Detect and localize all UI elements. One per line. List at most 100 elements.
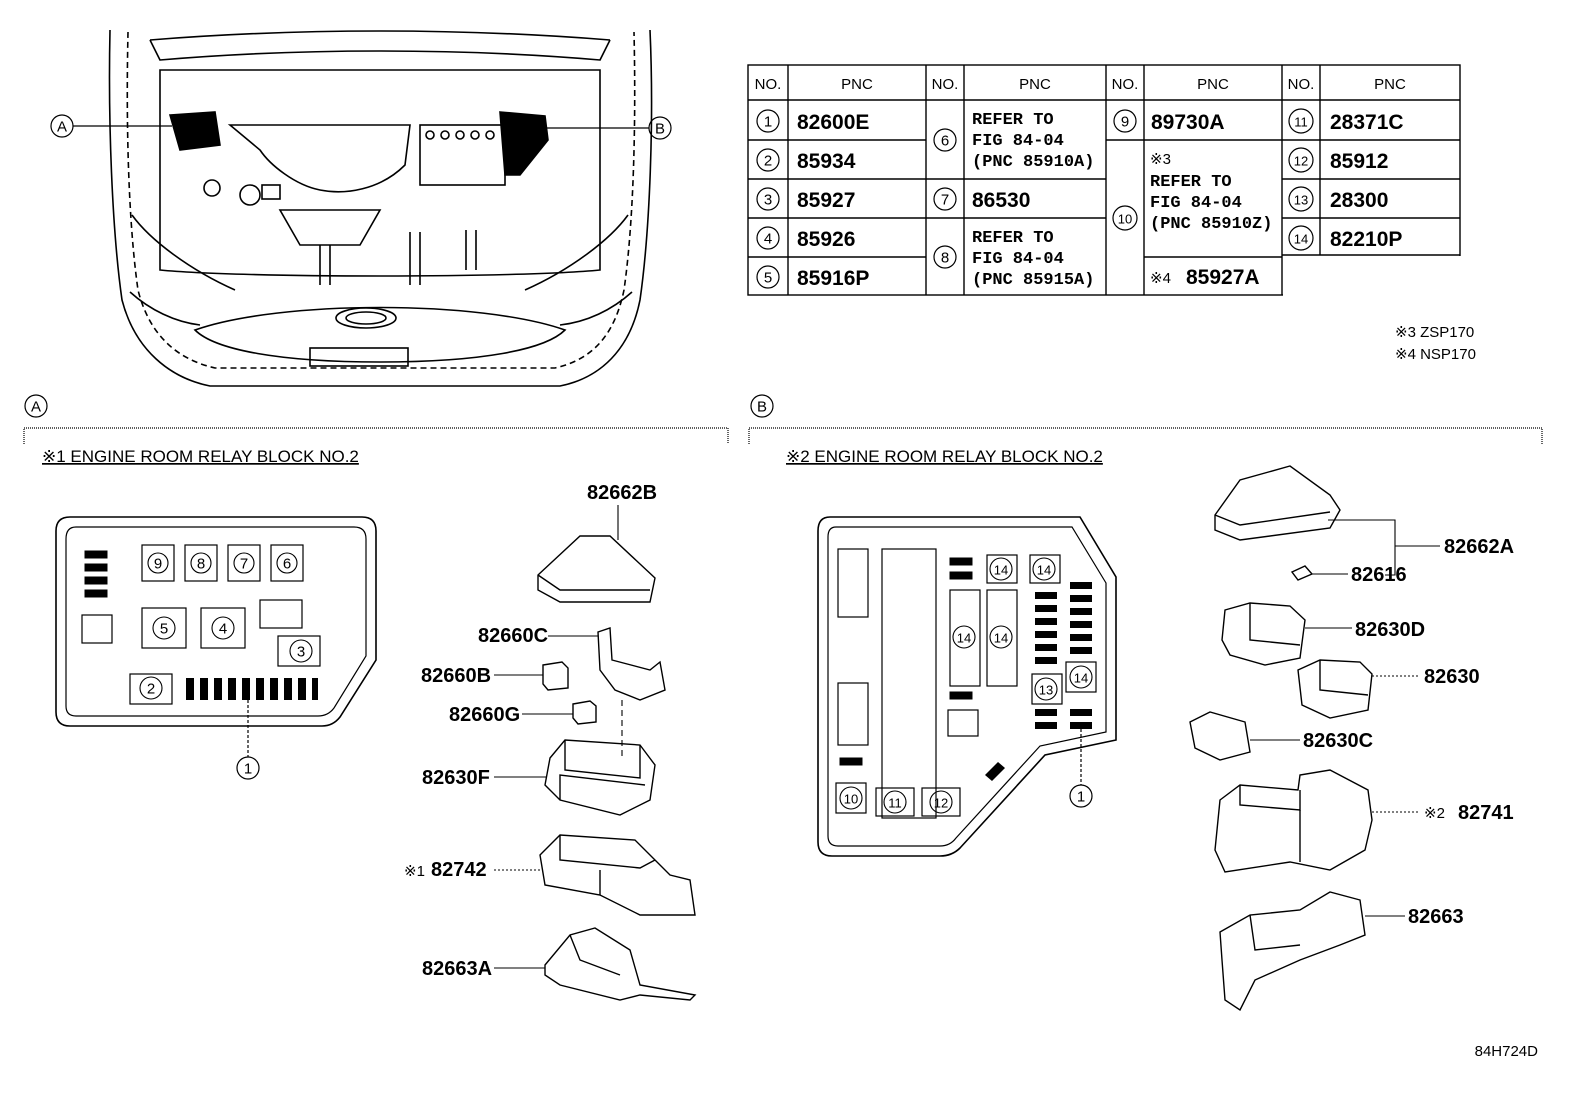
pnc-7: 86530	[972, 189, 1030, 212]
part-82662B: 82662B	[587, 482, 657, 504]
note-zsp170: ※3 ZSP170	[1395, 324, 1474, 341]
header-no-4: NO.	[1288, 76, 1315, 93]
pnc-6-line3: (PNC 85910A)	[972, 153, 1094, 172]
row-no-1: 1	[764, 114, 772, 131]
pnc-3: 85927	[797, 189, 855, 212]
part-82663: 82663	[1408, 906, 1464, 928]
pnc-4: 85926	[797, 228, 855, 251]
note-nsp170: ※4 NSP170	[1395, 346, 1476, 363]
row-no-5: 5	[764, 270, 772, 287]
model-notes: ※3 ZSP170 ※4 NSP170	[1395, 324, 1476, 363]
slot-b-14-c: 14	[957, 631, 971, 646]
pnc-8-line2: FIG 84-04	[972, 250, 1064, 269]
slot-a-7: 7	[240, 556, 248, 573]
callout-a-top: A	[50, 114, 172, 138]
part-82660G: 82660G	[449, 704, 520, 726]
table-headers: NO. PNC NO. PNC NO. PNC NO. PNC	[755, 76, 1406, 93]
table-numbers: 1 2 3 4 5 6 7 8 9 10 11 12 13 14	[764, 114, 1308, 287]
header-no-2: NO.	[932, 76, 959, 93]
slot-a-6: 6	[283, 556, 291, 573]
row-no-8: 8	[941, 250, 949, 267]
exploded-parts-a-labels: 82662B 82660C 82660B 82660G 82630F ※1 82…	[404, 482, 657, 980]
leader-b-1: 1	[1077, 789, 1085, 806]
parts-table	[747, 64, 1461, 296]
row-no-2: 2	[764, 153, 772, 170]
exploded-parts-b	[1189, 465, 1440, 1012]
slot-a-9: 9	[154, 556, 162, 573]
slot-b-14-a: 14	[994, 563, 1008, 578]
row-no-4: 4	[764, 231, 772, 248]
header-no-3: NO.	[1112, 76, 1139, 93]
callout-b-top: B	[542, 116, 672, 140]
header-pnc-3: PNC	[1197, 76, 1229, 93]
row-no-9: 9	[1121, 114, 1129, 131]
pnc-5: 85916P	[797, 267, 869, 290]
slot-b-11: 11	[888, 796, 902, 811]
part-82616: 82616	[1351, 564, 1407, 586]
section-a-letter: A	[31, 399, 41, 416]
pnc-9: 89730A	[1151, 111, 1225, 134]
figure-code: 84H724D	[1475, 1043, 1539, 1060]
slot-b-13: 13	[1039, 683, 1053, 698]
slot-a-4: 4	[219, 621, 227, 638]
pnc-13: 28300	[1330, 189, 1388, 212]
pnc-8-line3: (PNC 85915A)	[972, 271, 1094, 290]
part-82630F: 82630F	[422, 767, 490, 789]
section-a-title: ※1 ENGINE ROOM RELAY BLOCK NO.2	[42, 447, 359, 466]
slot-a-3: 3	[297, 644, 305, 661]
slot-b-14-e: 14	[1074, 671, 1088, 686]
slot-a-5: 5	[160, 621, 168, 638]
callout-b-letter: B	[655, 121, 665, 138]
slot-b-10: 10	[844, 792, 858, 807]
pnc-10-b: 85927A	[1186, 266, 1260, 289]
part-82630C: 82630C	[1303, 730, 1373, 752]
part-82660B: 82660B	[421, 665, 491, 687]
slot-b-12: 12	[934, 796, 948, 811]
part-82742-mark: ※1	[404, 863, 425, 880]
slot-b-14-d: 14	[994, 631, 1008, 646]
slot-b-14-b: 14	[1037, 563, 1051, 578]
table-pnc-values: 82600E 85934 85927 85926 85916P REFER TO…	[797, 111, 1404, 290]
row-no-10: 10	[1118, 212, 1132, 227]
leader-a-1: 1	[244, 761, 252, 778]
callout-a-letter: A	[57, 119, 67, 136]
pnc-12: 85912	[1330, 150, 1388, 173]
header-no-1: NO.	[755, 76, 782, 93]
section-a-header: A ※1 ENGINE ROOM RELAY BLOCK NO.2	[23, 394, 729, 466]
pnc-10-line1: REFER TO	[1150, 173, 1232, 192]
pnc-10-line3: (PNC 85910Z)	[1150, 215, 1272, 234]
row-no-12: 12	[1294, 154, 1308, 169]
row-no-6: 6	[941, 133, 949, 150]
part-82742: 82742	[431, 859, 487, 881]
pnc-8-line1: REFER TO	[972, 229, 1054, 248]
row-no-13: 13	[1294, 193, 1308, 208]
slot-a-2: 2	[147, 681, 155, 698]
pnc-10-note-3: ※3	[1150, 151, 1171, 168]
row-no-14: 14	[1294, 232, 1308, 247]
part-82630: 82630	[1424, 666, 1480, 688]
pnc-14: 82210P	[1330, 228, 1402, 251]
relay-block-b	[817, 516, 1117, 857]
part-82660C: 82660C	[478, 625, 548, 647]
section-b-header: B ※2 ENGINE ROOM RELAY BLOCK NO.2	[748, 394, 1543, 466]
pnc-2: 85934	[797, 150, 856, 173]
header-pnc-4: PNC	[1374, 76, 1406, 93]
relay-block-a	[55, 516, 377, 780]
pnc-11: 28371C	[1330, 111, 1404, 134]
slot-a-8: 8	[197, 556, 205, 573]
part-82663A: 82663A	[422, 958, 492, 980]
part-82662A: 82662A	[1444, 536, 1514, 558]
part-82630D: 82630D	[1355, 619, 1425, 641]
header-pnc-2: PNC	[1019, 76, 1051, 93]
relay-block-b-labels: 14 14 14 14 14 13 10 11 12 1	[844, 563, 1088, 811]
exploded-parts-b-labels: 82662A 82616 82630D 82630 82630C ※2 8274…	[1303, 536, 1514, 928]
relay-block-a-labels: 9 8 7 6 5 4 3 2 1	[147, 556, 305, 778]
section-b-letter: B	[757, 399, 767, 416]
row-no-11: 11	[1294, 115, 1308, 130]
section-b-title: ※2 ENGINE ROOM RELAY BLOCK NO.2	[786, 447, 1103, 466]
pnc-10-note-4: ※4	[1150, 270, 1171, 287]
pnc-6-line1: REFER TO	[972, 111, 1054, 130]
engine-bay-illustration	[108, 29, 653, 387]
row-no-7: 7	[941, 192, 949, 209]
